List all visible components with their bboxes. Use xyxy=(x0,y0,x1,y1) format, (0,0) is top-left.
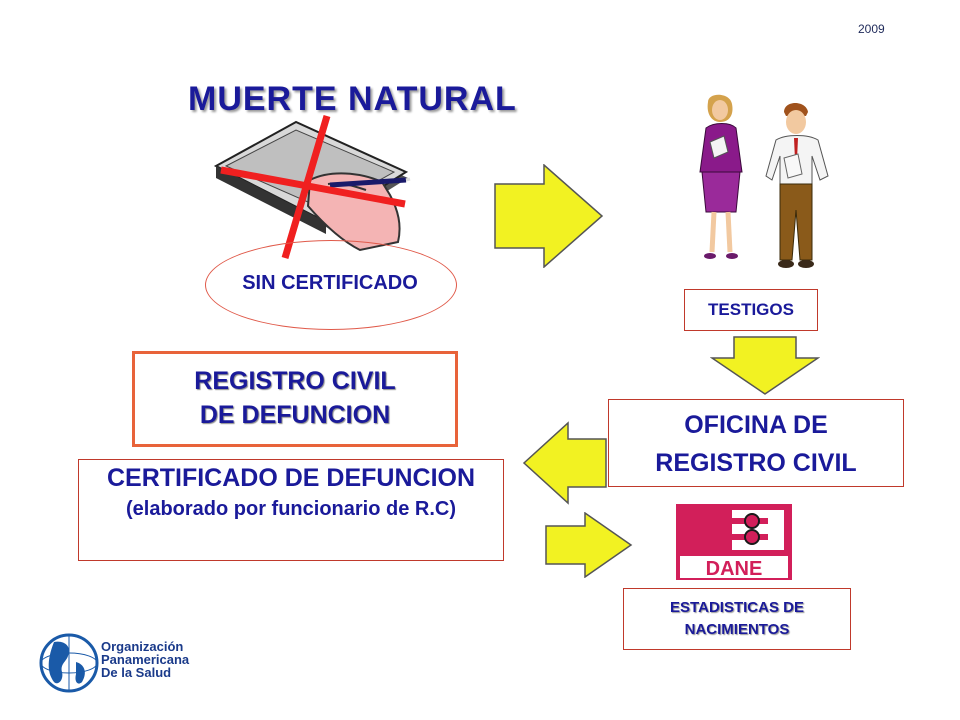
man-witness-icon xyxy=(765,103,829,268)
arrow-right-icon xyxy=(545,512,633,578)
sin-certificado-ellipse xyxy=(205,240,457,330)
registro-line1: REGISTRO CIVIL xyxy=(194,367,396,395)
arrow-down-icon xyxy=(710,336,820,395)
estadisticas-line2: NACIMIENTOS xyxy=(684,621,790,638)
certificado-note: (elaborado por funcionario de R.C) xyxy=(125,498,456,520)
certificado-box: CERTIFICADO DE DEFUNCION (elaborado por … xyxy=(78,459,504,561)
dane-logo-text: DANE xyxy=(706,558,763,580)
page-title: MUERTE NATURAL xyxy=(188,80,517,118)
certificado-title: CERTIFICADO DE DEFUNCION xyxy=(106,464,476,492)
year-label: 2009 xyxy=(858,22,885,36)
ops-name: Organización Panamericana De la Salud xyxy=(101,640,189,679)
globe-logo-icon xyxy=(39,633,99,693)
ops-line2: Panamericana xyxy=(101,652,190,667)
arrow-right-icon xyxy=(494,164,604,268)
woman-witness-icon xyxy=(699,94,743,259)
oficina-line2: REGISTRO CIVIL xyxy=(655,449,857,477)
arrow-left-icon xyxy=(522,421,607,505)
oficina-registro-box: OFICINA DE REGISTRO CIVIL xyxy=(608,399,904,487)
estadisticas-box: ESTADISTICAS DE NACIMIENTOS xyxy=(623,588,851,650)
testigos-box: TESTIGOS xyxy=(684,289,818,331)
registro-line2: DE DEFUNCION xyxy=(199,401,391,429)
estadisticas-line1: ESTADISTICAS DE xyxy=(670,599,804,616)
cross-out-icon xyxy=(220,115,406,259)
dane-logo-icon: DANE xyxy=(676,504,792,580)
ops-line1: Organización xyxy=(101,639,184,654)
sin-certificado-label: SIN CERTIFICADO xyxy=(242,272,418,294)
ops-line3: De la Salud xyxy=(101,665,172,680)
oficina-line1: OFICINA DE xyxy=(684,411,828,439)
registro-civil-box: REGISTRO CIVIL DE DEFUNCION xyxy=(132,351,458,447)
